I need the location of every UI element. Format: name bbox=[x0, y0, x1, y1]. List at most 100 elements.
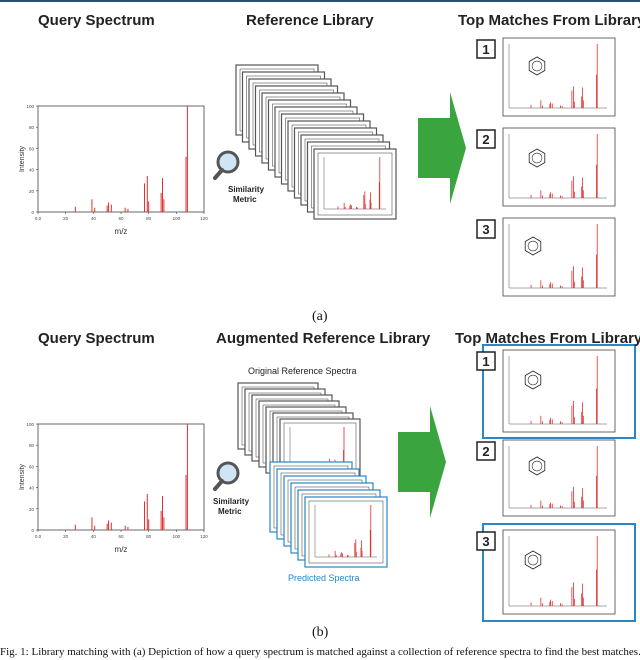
panel-label-a: (a) bbox=[312, 309, 328, 324]
x-tick-label: 60 bbox=[118, 534, 124, 539]
rank-number: 1 bbox=[482, 42, 489, 57]
x-tick-label: 120 bbox=[200, 534, 208, 539]
magnifier-icon bbox=[213, 461, 240, 491]
rank-badge bbox=[476, 39, 496, 59]
match-frame bbox=[502, 439, 616, 517]
rank-badge bbox=[476, 351, 496, 371]
y-tick-label: 20 bbox=[29, 507, 35, 512]
card-frame bbox=[313, 148, 397, 220]
x-tick-label: 80 bbox=[146, 216, 152, 221]
augmented-library-stack-b bbox=[237, 382, 388, 568]
y-tick-label: 40 bbox=[29, 486, 35, 491]
match-frame bbox=[502, 217, 616, 297]
query-spectrum-plot-a: 0 20 40 60 80 100 0.0 20 40 60 80 100 120 Intensity m/… bbox=[19, 104, 208, 236]
plot-frame bbox=[37, 105, 205, 213]
x-tick-label: 0.0 bbox=[35, 534, 42, 539]
match-item: 3 bbox=[476, 217, 616, 297]
query-spectrum-title-a: Query Spectrum bbox=[38, 12, 155, 29]
rank-number: 3 bbox=[482, 534, 489, 549]
predicted-spectra-label: Predicted Spectra bbox=[288, 573, 360, 583]
molecule-ring bbox=[531, 60, 543, 72]
predicted-highlight bbox=[482, 344, 636, 439]
x-tick-label: 60 bbox=[118, 216, 124, 221]
top-matches-list-b: 1 2 3 bbox=[476, 344, 636, 622]
y-tick-label: 0 bbox=[31, 528, 34, 533]
molecule-structure bbox=[528, 148, 546, 168]
y-tick-label: 100 bbox=[26, 104, 34, 109]
arrow-icon bbox=[418, 92, 466, 204]
rank-number: 2 bbox=[482, 444, 489, 459]
molecule-ring bbox=[531, 152, 543, 164]
panel-label-b: (b) bbox=[312, 625, 329, 640]
y-tick-label: 80 bbox=[29, 125, 35, 130]
match-frame bbox=[502, 37, 616, 117]
reference-library-title-a: Reference Library bbox=[246, 12, 374, 29]
top-rule bbox=[0, 0, 640, 2]
y-axis-label: Intensity bbox=[19, 463, 26, 490]
rank-number: 2 bbox=[482, 132, 489, 147]
x-tick-label: 0.0 bbox=[35, 216, 42, 221]
x-axis-label: m/z bbox=[115, 545, 128, 554]
card-inner-frame bbox=[308, 500, 384, 564]
y-axis-label: Intensity bbox=[19, 145, 26, 172]
match-frame bbox=[502, 127, 616, 207]
x-tick-label: 120 bbox=[200, 216, 208, 221]
x-axis-label: m/z bbox=[115, 227, 128, 236]
top-matches-title-b: Top Matches From Library bbox=[455, 330, 640, 347]
y-tick-label: 60 bbox=[29, 146, 35, 151]
molecule-structure bbox=[524, 550, 542, 570]
molecule-ring bbox=[527, 374, 539, 386]
spectrum-card bbox=[313, 148, 397, 220]
top-matches-list-a: 1 2 3 bbox=[476, 37, 616, 297]
match-item: 2 bbox=[476, 439, 616, 517]
match-frame bbox=[502, 349, 616, 433]
card-inner-frame bbox=[317, 152, 393, 216]
y-tick-label: 100 bbox=[26, 422, 34, 427]
similarity-metric-label-a: Similarity Metric bbox=[228, 185, 265, 204]
similarity-metric-label-b: Similarity Metric bbox=[213, 497, 250, 516]
x-tick-label: 40 bbox=[91, 534, 97, 539]
match-frame bbox=[502, 529, 616, 615]
rank-badge bbox=[476, 219, 496, 239]
card-frame bbox=[304, 496, 388, 568]
augmented-library-title-b: Augmented Reference Library bbox=[216, 330, 431, 347]
molecule-structure bbox=[528, 56, 546, 76]
y-tick-label: 80 bbox=[29, 443, 35, 448]
molecule-ring bbox=[531, 460, 543, 472]
rank-badge bbox=[476, 441, 496, 461]
molecule-structure bbox=[524, 370, 542, 390]
x-tick-label: 20 bbox=[63, 534, 69, 539]
spectrum-card bbox=[304, 496, 388, 568]
rank-number: 1 bbox=[482, 354, 489, 369]
y-tick-label: 20 bbox=[29, 189, 35, 194]
match-item: 1 bbox=[476, 349, 616, 433]
reference-library-stack-a bbox=[235, 64, 397, 220]
match-item: 2 bbox=[476, 127, 616, 207]
x-tick-label: 80 bbox=[146, 534, 152, 539]
plot-frame bbox=[37, 423, 205, 531]
rank-badge bbox=[476, 129, 496, 149]
query-spectrum-plot-b: 0 20 40 60 80 100 0.0 20 40 60 80 100 120 Intensity m/… bbox=[19, 422, 208, 554]
x-tick-label: 100 bbox=[173, 216, 181, 221]
x-tick-label: 40 bbox=[91, 216, 97, 221]
x-tick-label: 20 bbox=[63, 216, 69, 221]
molecule-structure bbox=[524, 236, 542, 256]
y-tick-label: 40 bbox=[29, 168, 35, 173]
molecule-structure bbox=[528, 456, 546, 476]
y-tick-label: 60 bbox=[29, 464, 35, 469]
query-spectrum-title-b: Query Spectrum bbox=[38, 330, 155, 347]
match-item: 1 bbox=[476, 37, 616, 117]
molecule-ring bbox=[527, 554, 539, 566]
original-reference-label: Original Reference Spectra bbox=[248, 366, 357, 376]
molecule-ring bbox=[527, 240, 539, 252]
figure-caption: Fig. 1: Library matching with (a) Depict… bbox=[0, 646, 640, 658]
y-tick-label: 0 bbox=[31, 210, 34, 215]
match-item: 3 bbox=[476, 529, 616, 615]
rank-badge bbox=[476, 531, 496, 551]
magnifier-icon bbox=[213, 150, 240, 180]
x-tick-label: 100 bbox=[173, 534, 181, 539]
predicted-highlight bbox=[482, 523, 636, 622]
arrow-icon bbox=[398, 406, 446, 518]
top-matches-title-a: Top Matches From Library bbox=[458, 12, 640, 29]
